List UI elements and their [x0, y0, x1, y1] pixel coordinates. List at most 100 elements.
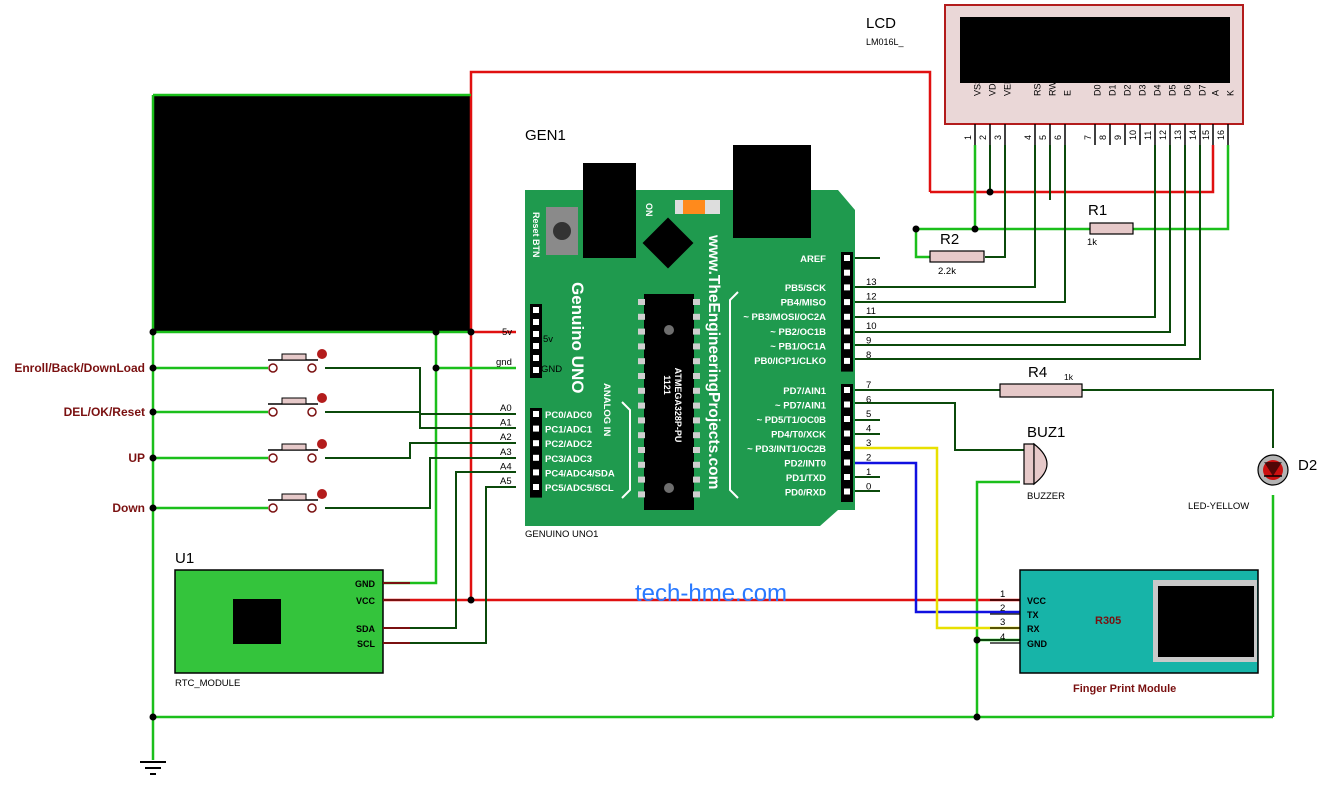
chip-pin	[693, 358, 700, 365]
junction-dot	[986, 188, 994, 196]
ground-symbol	[140, 761, 166, 775]
digital-pin-label: PD4/T0/XCK	[771, 430, 826, 441]
analog-pin-number: A5	[500, 476, 512, 487]
rtc-chip	[233, 599, 281, 644]
on-label: ON	[644, 203, 654, 217]
button-contact	[307, 503, 317, 513]
lcd-pin-label: RW	[1047, 81, 1057, 96]
header-socket	[844, 328, 850, 335]
digital-pin-label: ~ PD3/INT1/OC2B	[747, 444, 826, 455]
digital-pin-number: 8	[866, 350, 871, 361]
power-jack	[583, 163, 636, 258]
power-block	[153, 95, 470, 332]
chip-dot	[664, 483, 674, 493]
chip-top: 1121	[662, 375, 672, 395]
chip-dot	[664, 325, 674, 335]
header-socket	[844, 445, 850, 451]
lcd-pin-number: 9	[1113, 135, 1123, 140]
r1-value: 1k	[1087, 237, 1097, 248]
tx-wire	[852, 461, 1020, 614]
junction-dots	[149, 188, 994, 721]
chip-pin	[638, 343, 645, 350]
r2-value: 2.2k	[938, 266, 956, 277]
rtc-pin-label: SCL	[357, 639, 376, 649]
chip-pin	[693, 343, 700, 350]
power-inner-gnd: GND	[541, 364, 562, 375]
button-led	[317, 439, 327, 449]
lcd-pin-number: 2	[978, 135, 988, 140]
junction-dot	[149, 504, 157, 512]
digital-pin-label: PD0/RXD	[785, 488, 826, 499]
header-socket	[844, 459, 850, 466]
led-ref: D2	[1298, 457, 1317, 474]
rx-wire	[852, 446, 1020, 630]
arduino-board: ATMEGA328P-PU 1121 Genuino UNO www.TheEn…	[496, 127, 877, 540]
analog-pin-label: PC1/ADC1	[545, 425, 593, 436]
chip-pin	[693, 447, 700, 453]
analog-pin-label: PC5/ADC5/SCL	[545, 483, 614, 494]
button-contact	[268, 407, 278, 417]
resistor-r4: R4 1k	[999, 364, 1083, 398]
rtc-name: RTC_MODULE	[175, 678, 240, 689]
digital-pin-label: PB4/MISO	[781, 298, 826, 309]
r2-ref: R2	[940, 231, 959, 248]
resistor-r2: R2 2.2k	[929, 231, 985, 277]
lcd-pin-label: D4	[1152, 84, 1162, 96]
lcd-pin-number: 15	[1201, 130, 1211, 140]
fp-pin-number: 4	[1000, 632, 1005, 643]
junction-dot	[149, 328, 157, 336]
button-led	[317, 349, 327, 359]
button-contact	[268, 503, 278, 513]
digital-pin-label: PB0/ICP1/CLKO	[754, 356, 826, 367]
lcd-pin-label: D6	[1182, 84, 1192, 96]
chip-pin	[638, 387, 645, 394]
chip-pin	[638, 417, 645, 424]
lcd-pin-label: D7	[1197, 84, 1207, 96]
lcd-pin-label: K	[1225, 90, 1235, 96]
header-socket	[533, 343, 539, 349]
chip-pin	[693, 402, 700, 409]
analog-pin-label: PC2/ADC2	[545, 439, 592, 450]
header-strip	[841, 384, 853, 502]
header-socket	[533, 440, 539, 447]
chip-name: ATMEGA328P-PU	[673, 368, 683, 443]
resistor-r1: R1 1k	[1087, 202, 1134, 248]
lcd-pin-number: 10	[1128, 130, 1138, 140]
lcd-pin-label: VDD	[987, 76, 997, 96]
chip-pin	[638, 491, 645, 498]
lcd-display: VSS1VDD2VEE3RS4RW5E6D07D18D29D310D411D51…	[866, 4, 1244, 145]
analog-pin-number: A1	[500, 418, 512, 429]
digital-pin-label: PD7/AIN1	[783, 386, 826, 397]
analog-pin-number: A0	[500, 403, 512, 414]
chip-pin	[693, 476, 700, 483]
push-button: Enroll/Back/DownLoad	[14, 349, 327, 375]
buzzer-ref: BUZ1	[1027, 424, 1065, 441]
junction-dot	[467, 596, 475, 604]
chip-pin	[638, 461, 645, 468]
chip-pin	[638, 402, 645, 409]
chip-pin	[638, 476, 645, 483]
header-socket	[844, 269, 850, 276]
r4-value: 1k	[1064, 372, 1074, 382]
header-socket	[844, 299, 850, 306]
chip-pin	[638, 373, 645, 379]
fp-pin-number: 2	[1000, 603, 1005, 614]
led-d2: D2 LED-YELLOW	[1188, 454, 1317, 512]
chip-pin	[693, 373, 700, 379]
button-label: UP	[128, 451, 145, 465]
button-cap	[281, 397, 307, 405]
button-label: Enroll/Back/DownLoad	[14, 361, 145, 375]
rtc-pin-label: VCC	[356, 596, 376, 606]
lcd-pin-label: D0	[1092, 84, 1102, 96]
chip-pin	[693, 299, 700, 305]
button-contact	[268, 363, 278, 373]
analog-pin-label: PC0/ADC0	[545, 410, 592, 421]
button-contact	[307, 407, 317, 417]
digital-pin-label: ~ PB3/MOSI/OC2A	[743, 312, 826, 323]
button-contact	[268, 453, 278, 463]
